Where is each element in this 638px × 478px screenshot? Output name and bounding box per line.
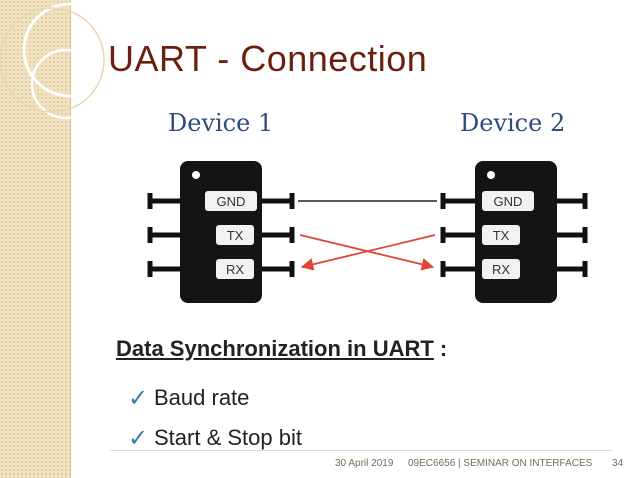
- device-1-pin-tx: TX: [227, 228, 244, 243]
- uart-figure: Device 1 Device 2 GND: [110, 103, 612, 452]
- device-1-pin-gnd: GND: [217, 194, 246, 209]
- device-2-pin-rx: RX: [492, 262, 510, 277]
- slide-title: UART - Connection: [108, 38, 428, 79]
- device-1-pin-rx: RX: [226, 262, 244, 277]
- list-item: ✓ Start & Stop bit: [128, 418, 302, 458]
- footer-date: 30 April 2019: [335, 458, 394, 469]
- uart-connection-diagram: GND TX RX GND TX RX: [147, 161, 588, 303]
- footer-course: 09EC6656 | SEMINAR ON INTERFACES: [408, 458, 593, 469]
- sync-item-label: Baud rate: [154, 385, 250, 410]
- list-item: ✓ Baud rate: [128, 378, 302, 418]
- tx2-to-rx1-wire: [300, 234, 436, 271]
- sync-heading-colon: :: [433, 336, 448, 361]
- device-2-label: Device 2: [460, 109, 566, 137]
- footer-page-number: 34: [612, 458, 624, 469]
- check-icon: ✓: [128, 384, 149, 412]
- check-icon: ✓: [128, 424, 149, 452]
- device-1-left-pins: [147, 193, 180, 277]
- sync-heading-text: Data Synchronization in UART: [116, 336, 434, 361]
- device-2-left-pins: [440, 193, 475, 277]
- device-1-label: Device 1: [168, 109, 274, 137]
- device-2-chip: GND TX RX: [440, 161, 588, 303]
- sync-list: ✓ Baud rate ✓ Start & Stop bit: [128, 378, 302, 458]
- decorative-rings: [0, 2, 118, 120]
- device-2-pin-gnd: GND: [494, 194, 523, 209]
- device-1-right-pins: [260, 193, 295, 277]
- sync-item-label: Start & Stop bit: [154, 425, 302, 450]
- device-2-pin-tx: TX: [493, 228, 510, 243]
- sync-heading: Data Synchronization in UART :: [116, 336, 447, 362]
- device-1-chip: GND TX RX: [147, 161, 295, 303]
- device-2-right-pins: [555, 193, 588, 277]
